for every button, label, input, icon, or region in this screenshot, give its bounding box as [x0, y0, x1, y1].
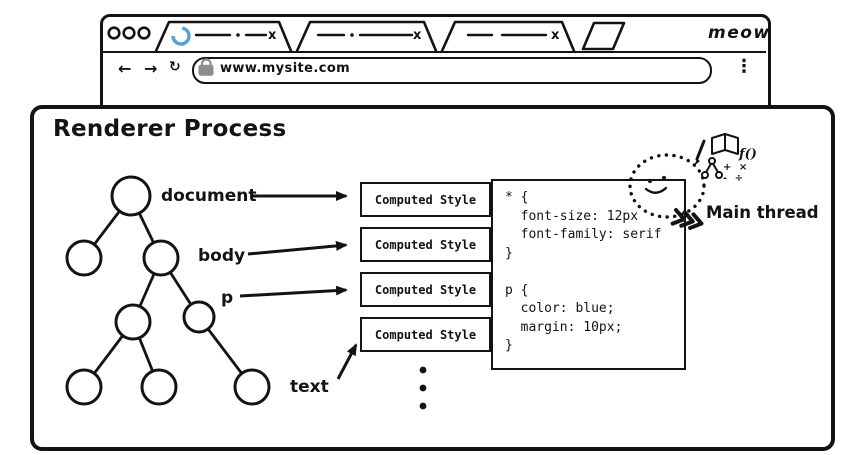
tree-label-p: p — [221, 288, 234, 308]
math-doodle-icon: + × — [723, 162, 750, 173]
tree-label-document: document — [161, 186, 257, 206]
back-icon[interactable]: ← — [118, 59, 132, 78]
tree-label-body: body — [198, 246, 246, 266]
url-text[interactable]: www.mysite.com — [220, 61, 351, 76]
stylesheet-code-block: * { font-size: 12px font-family: serif }… — [491, 179, 686, 370]
tab1-close-icon[interactable]: x — [268, 28, 277, 43]
tab-bar-divider — [102, 51, 766, 53]
main-thread-label: Main thread — [706, 203, 819, 222]
url-bar[interactable] — [192, 57, 712, 84]
computed-style-box-2: Computed Style — [360, 227, 491, 262]
kebab-menu-icon[interactable]: ⋮ — [735, 56, 753, 77]
math-doodle-icon: - ÷ — [723, 173, 746, 184]
stylesheet-code: * { font-size: 12px font-family: serif }… — [505, 190, 662, 353]
renderer-process-title: Renderer Process — [53, 116, 287, 142]
computed-style-box-1: Computed Style — [360, 182, 491, 217]
tree-label-text: text — [290, 377, 329, 397]
forward-icon[interactable]: → — [144, 59, 158, 78]
function-doodle-icon: f() — [739, 147, 757, 162]
artist-signature: meow — [708, 23, 771, 43]
tab3-close-icon[interactable]: x — [551, 28, 560, 43]
reload-icon[interactable]: ↻ — [169, 59, 181, 75]
tab2-close-icon[interactable]: x — [413, 28, 422, 43]
computed-style-box-3: Computed Style — [360, 272, 491, 307]
computed-style-box-4: Computed Style — [360, 317, 491, 352]
